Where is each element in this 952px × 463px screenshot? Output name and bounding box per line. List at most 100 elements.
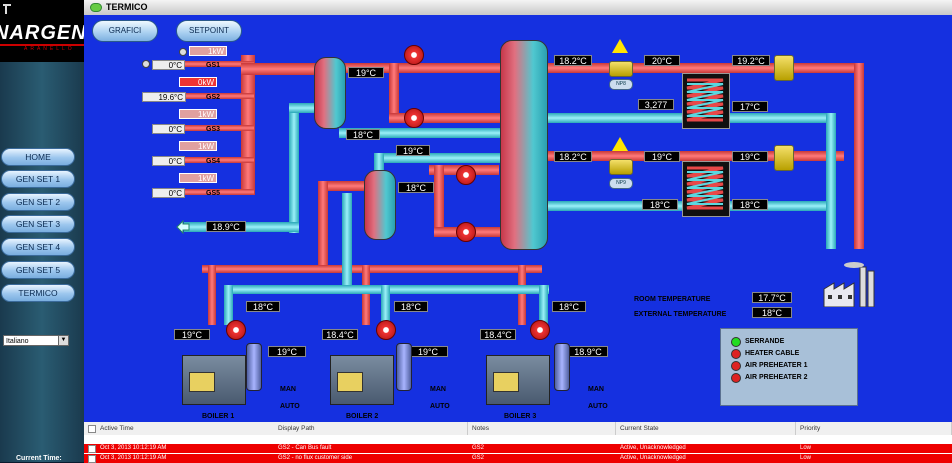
heat-exchanger-2 xyxy=(682,161,730,217)
genset-label: GS5 xyxy=(206,190,221,197)
language-select[interactable]: Italiano ▼ xyxy=(3,335,69,346)
alarm-notes: GS2 xyxy=(472,455,485,461)
legend-label: SERRANDE xyxy=(745,338,785,345)
window-icon xyxy=(90,3,102,12)
nav-gen-set-3[interactable]: GEN SET 3 xyxy=(1,215,75,233)
nav-home[interactable]: HOME xyxy=(1,148,75,166)
room-temp-label: ROOM TEMPERATURE xyxy=(634,296,711,303)
hot-pipe xyxy=(518,265,526,325)
alarm-path: GS2 - no flux customer side xyxy=(278,455,353,461)
air-preheater-1-led xyxy=(731,361,741,371)
hot-pipe xyxy=(362,265,370,325)
pump-icon[interactable] xyxy=(404,45,424,65)
setpoint-button[interactable]: SETPOINT xyxy=(176,20,242,42)
boiler2-auto[interactable]: AUTO xyxy=(430,403,450,410)
boiler3-label: BOILER 3 xyxy=(504,413,537,420)
collector-out-temp: 18°C xyxy=(346,129,380,140)
valve-icon[interactable] xyxy=(609,159,633,175)
boiler1-auto[interactable]: AUTO xyxy=(280,403,300,410)
status-legend: SERRANDE HEATER CABLE AIR PREHEATER 1 AI… xyxy=(720,328,858,406)
column-header[interactable]: Notes xyxy=(468,422,616,435)
boiler-tank xyxy=(246,343,262,391)
logo-area: NARGEN ARANELLO xyxy=(0,0,87,62)
column-header[interactable]: Active Time xyxy=(84,422,275,435)
hot-pipe xyxy=(389,113,509,123)
boiler3-man[interactable]: MAN xyxy=(588,386,604,393)
genset-label: GS3 xyxy=(206,126,221,133)
select-all-checkbox[interactable] xyxy=(88,425,96,433)
pump-icon[interactable] xyxy=(404,108,424,128)
hot-pipe xyxy=(174,157,254,163)
hot-pipe xyxy=(434,165,444,235)
column-header[interactable]: Current State xyxy=(616,422,796,435)
np9-badge: NP9 xyxy=(609,178,633,189)
pump-icon[interactable] xyxy=(226,320,246,340)
arrow-left-icon xyxy=(176,219,190,235)
collector-in-temp: 19°C xyxy=(348,67,384,78)
alarm-priority: Low xyxy=(800,455,812,461)
genset-status-icon xyxy=(142,60,150,68)
actuator-valve-icon[interactable] xyxy=(774,55,794,81)
separator-tank xyxy=(364,170,396,240)
heater-cable-led xyxy=(731,349,741,359)
tank-out1-temp: 18.2°C xyxy=(554,55,592,66)
pump-icon[interactable] xyxy=(456,222,476,242)
grafici-button[interactable]: GRAFICI xyxy=(92,20,158,42)
genset-status-icon xyxy=(179,48,187,56)
pump-icon[interactable] xyxy=(376,320,396,340)
column-header[interactable]: Display Path xyxy=(274,422,468,435)
chevron-down-icon[interactable]: ▼ xyxy=(58,336,68,345)
nav-termico[interactable]: TERMICO xyxy=(1,284,75,302)
nav-gen-set-4[interactable]: GEN SET 4 xyxy=(1,238,75,256)
brand-name: NARGEN xyxy=(0,22,87,44)
hx1-return-temp: 17°C xyxy=(732,101,768,112)
valve-icon[interactable] xyxy=(609,61,633,77)
hx1-in-temp: 20°C xyxy=(644,55,680,66)
hx1-out-temp: 19.2°C xyxy=(732,55,770,66)
nav-gen-set-1[interactable]: GEN SET 1 xyxy=(1,170,75,188)
boiler3-out-temp: 18°C xyxy=(552,301,586,312)
separator-in-temp: 18°C xyxy=(398,182,434,193)
hot-pipe xyxy=(854,63,864,249)
alarm-priority: Low xyxy=(800,445,812,451)
hot-pipe xyxy=(389,63,399,123)
alarm-table: Active Time Display Path Notes Current S… xyxy=(84,422,952,463)
boiler-tank xyxy=(554,343,570,391)
boiler1-man[interactable]: MAN xyxy=(280,386,296,393)
boiler-3[interactable] xyxy=(486,355,550,405)
pump-icon[interactable] xyxy=(530,320,550,340)
legend-label: AIR PREHEATER 1 xyxy=(745,362,808,369)
nav-gen-set-5[interactable]: GEN SET 5 xyxy=(1,261,75,279)
genset-label: GS2 xyxy=(206,94,221,101)
hot-pipe xyxy=(202,265,542,273)
genset-temp: 19.6°C xyxy=(142,92,186,102)
cold-pipe xyxy=(339,128,504,138)
language-value: Italiano xyxy=(6,338,29,345)
hx2-b-temp: 18°C xyxy=(732,199,768,210)
legend-label: AIR PREHEATER 2 xyxy=(745,374,808,381)
column-header[interactable]: Priority xyxy=(796,422,952,435)
boiler1-temp: 19°C xyxy=(268,346,306,357)
hot-pipe xyxy=(208,265,216,325)
alarm-path: GS2 - Can Bus fault xyxy=(278,445,332,451)
table-row[interactable]: Oct 3, 2013 10:12:19 AM GS2 - Can Bus fa… xyxy=(84,444,952,453)
genset-power: 1kW xyxy=(179,109,217,119)
window-title: TERMICO xyxy=(106,2,148,12)
boiler-2[interactable] xyxy=(330,355,394,405)
genset-temp: 0°C xyxy=(152,124,185,134)
room-temp-value: 17.7°C xyxy=(752,292,792,303)
boiler2-label: BOILER 2 xyxy=(346,413,379,420)
alarm-time: Oct 3, 2013 10:12:19 AM xyxy=(100,455,167,461)
boiler2-man[interactable]: MAN xyxy=(430,386,446,393)
boiler-1[interactable] xyxy=(182,355,246,405)
boiler3-auto[interactable]: AUTO xyxy=(588,403,608,410)
hot-pipe xyxy=(241,63,316,75)
genset-power: 1kW xyxy=(179,141,217,151)
nav-gen-set-2[interactable]: GEN SET 2 xyxy=(1,193,75,211)
row-checkbox[interactable] xyxy=(88,445,96,453)
pump-icon[interactable] xyxy=(456,165,476,185)
alarm-notes: GS2 xyxy=(472,445,485,451)
boiler1-out-temp: 18°C xyxy=(246,301,280,312)
logo-mark-icon xyxy=(2,2,12,14)
actuator-valve-icon[interactable] xyxy=(774,145,794,171)
